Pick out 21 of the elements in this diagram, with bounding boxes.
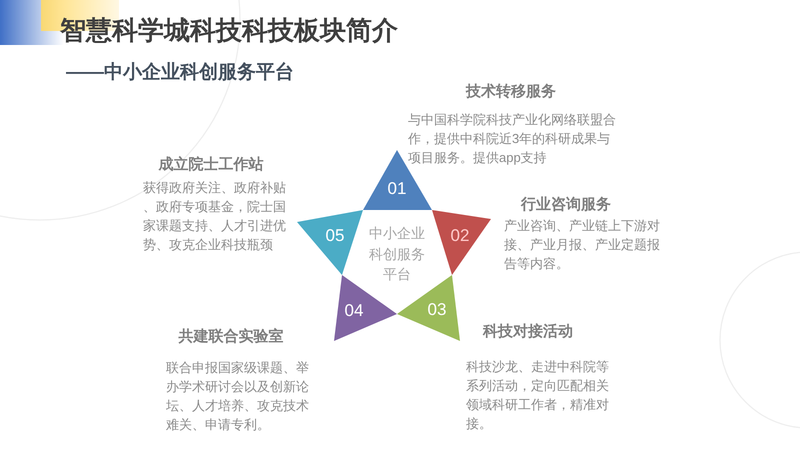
section-description: 产业咨询、产业链上下游对接、产业月报、产业定题报告等内容。 <box>504 217 661 273</box>
star-point-triangle <box>363 150 432 210</box>
section-heading: 成立院士工作站 <box>157 155 264 175</box>
step-number: 02 <box>450 226 470 246</box>
step-number: 05 <box>324 226 346 246</box>
title: 智慧科学城科技科技板块简介 <box>60 14 398 47</box>
subtitle: ——中小企业科创服务平台 <box>66 61 294 85</box>
step-number: 04 <box>344 301 364 321</box>
section-heading: 科技对接活动 <box>482 322 574 342</box>
section-description: 与中国科学院科技产业化网络联盟合作，提供中科院近3年的科研成果与项目服务。提供app支持 <box>408 111 617 167</box>
section-heading: 技术转移服务 <box>464 82 557 102</box>
step-number: 01 <box>386 179 408 199</box>
star-point-triangle <box>297 210 363 275</box>
step-number: 03 <box>426 300 448 320</box>
section-heading: 行业咨询服务 <box>520 195 612 215</box>
section-heading: 共建联合实验室 <box>178 327 284 347</box>
section-description: 获得政府关注、政府补贴、政府专项基金，院士国家课题支持、人才引进优势、攻克企业科技瓶颈 <box>143 179 287 254</box>
center-label: 中小企业科创服务平台 <box>366 223 428 284</box>
star-point-triangle <box>432 210 491 275</box>
section-description: 科技沙龙、走进中科院等系列活动，定向匹配相关领域科研工作者，精准对接。 <box>466 358 610 433</box>
section-description: 联合申报国家级课题、举办学术研讨会以及创新论坛、人才培养、攻克技术难关、申请专利。 <box>166 359 310 434</box>
